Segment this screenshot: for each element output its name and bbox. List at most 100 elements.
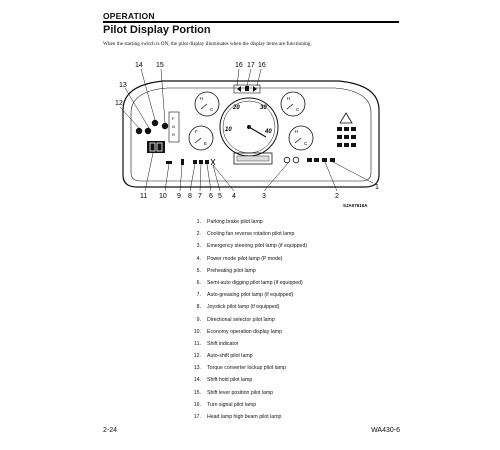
- warning-lamp: [344, 143, 349, 147]
- legend-item: 3.Emergency steering pilot lamp (if equi…: [196, 243, 308, 250]
- callout-3: 3: [262, 193, 266, 200]
- gauge-mark: H: [287, 96, 290, 101]
- parking-brake-icon: [330, 158, 335, 162]
- gauge-mark: E: [204, 141, 207, 146]
- legend-item: 6.Semi-auto digging pilot lamp (if equip…: [196, 279, 303, 286]
- callout-11: 11: [140, 193, 147, 200]
- gear-letter: R: [172, 132, 175, 137]
- section-heading: OPERATION: [103, 11, 155, 21]
- temp-gauge-right: [288, 125, 314, 151]
- segment-digit: [156, 142, 163, 152]
- emergency-steering-icon: [292, 156, 300, 164]
- directional-selector-icon: [181, 159, 184, 165]
- warning-icon-b: [314, 158, 319, 162]
- page-title: Pilot Display Portion: [103, 24, 211, 36]
- fuel-gauge: [188, 125, 214, 151]
- speed-needle: [248, 126, 267, 138]
- gauge-mark: C: [304, 141, 308, 146]
- callout-10: 10: [159, 193, 167, 200]
- speed-mark: 40: [264, 129, 272, 135]
- shift-hold-icon: [151, 119, 159, 127]
- gauge-needle: [286, 103, 294, 110]
- model-number: WA430-6: [371, 427, 400, 434]
- legend-item: 2.Cooling fan reverse rotation pilot lam…: [196, 231, 295, 238]
- preheat-icon: [210, 158, 216, 166]
- gauge-mark: F: [195, 129, 198, 134]
- instrument-panel-figure: H C F E 10 20 30 40 H C H C F N R: [103, 55, 399, 215]
- callout-6: 6: [209, 193, 213, 200]
- legend-item: 9.Directional selector pilot lamp: [196, 316, 275, 323]
- callout-8: 8: [188, 193, 192, 200]
- callout-15: 15: [156, 62, 164, 69]
- callout-13: 13: [119, 82, 127, 89]
- auto-shift-icon-2: [144, 127, 152, 135]
- panel-bezel: [122, 80, 380, 188]
- turn-left-icon: [237, 86, 241, 92]
- warning-icon-a: [307, 158, 312, 162]
- auto-shift-icon: [135, 127, 143, 135]
- warning-lamp: [337, 135, 342, 139]
- gear-letter: F: [172, 116, 175, 121]
- warning-lamp: [351, 127, 356, 131]
- callout-16-right: 16: [258, 62, 266, 69]
- lockup-icon: [161, 122, 169, 130]
- callout-14: 14: [135, 62, 143, 69]
- gauge-needle: [294, 137, 302, 144]
- callout-4: 4: [232, 193, 236, 200]
- segment-digit: [149, 142, 156, 152]
- speed-mark: 10: [225, 127, 232, 133]
- legend-item: 12.Auto-shift pilot lamp: [193, 353, 253, 360]
- warning-lamp: [337, 143, 342, 147]
- legend-item: 7.Auto-greasing pilot lamp (if equipped): [196, 292, 294, 299]
- callout-12: 12: [115, 100, 123, 107]
- joystick-icon: [193, 160, 197, 164]
- legend-item: 16.Turn signal pilot lamp: [193, 401, 257, 408]
- legend-item: 10.Economy operation display lamp: [193, 328, 282, 335]
- speed-mark: 30: [260, 105, 267, 111]
- gauge-needle: [194, 137, 202, 144]
- fan-reverse-icon: [322, 158, 327, 162]
- legend-item: 14.Shift hold pilot lamp: [193, 377, 253, 384]
- page-number: 2-24: [103, 427, 118, 434]
- shift-indicator-display: [147, 141, 165, 153]
- speed-mark: 20: [232, 105, 240, 111]
- legend-item: 15.Shift lever position pilot lamp: [193, 389, 274, 396]
- heading-rule: [103, 21, 399, 23]
- temp-gauge-center: [280, 91, 306, 117]
- caution-triangle-icon: [339, 112, 353, 124]
- needle-hub: [247, 125, 251, 129]
- legend-item: 11.Shift indicator: [194, 340, 239, 347]
- temp-gauge-left: [194, 91, 220, 117]
- legend-item: 1.Parking brake pilot lamp: [196, 219, 263, 225]
- callout-9: 9: [177, 193, 181, 200]
- figure-code: SJA07610A: [343, 203, 368, 208]
- callout-1: 1: [375, 184, 379, 191]
- leader-lines: [119, 68, 374, 192]
- legend-item: 8.Joystick pilot lamp (if equipped): [196, 304, 280, 311]
- gauge-mark: H: [200, 96, 203, 101]
- callout-17: 17: [247, 62, 255, 69]
- lcd-display: [233, 152, 273, 165]
- turn-right-icon: [253, 86, 257, 92]
- legend-item: 4.Power mode pilot lamp (P mode): [196, 255, 283, 262]
- intro-text: When the starting switch is ON, the pilo…: [103, 41, 312, 47]
- lcd-segments: [236, 155, 270, 162]
- callout-labels: 14 15 16 17 16 13 12 11 10 9 8 7 6 5 4 3…: [115, 62, 379, 200]
- gear-letter: N: [172, 124, 175, 129]
- gauge-mark: C: [210, 107, 214, 112]
- warning-lamp: [344, 127, 349, 131]
- callout-16-left: 16: [235, 62, 243, 69]
- warning-lamp: [337, 127, 342, 131]
- legend-item: 17.Head lamp high beam pilot lamp: [193, 414, 282, 420]
- warning-lamp: [351, 143, 356, 147]
- callout-5: 5: [218, 193, 222, 200]
- gauge-mark: H: [295, 129, 298, 134]
- semi-auto-digging-icon: [205, 160, 209, 164]
- legend-list: 1.Parking brake pilot lamp 2.Cooling fan…: [189, 219, 409, 426]
- panel-inner-bezel: [130, 87, 372, 182]
- gauge-mark: C: [296, 107, 300, 112]
- gauge-needle: [200, 103, 208, 110]
- economy-lamp-icon: [166, 161, 172, 164]
- warning-lamp: [351, 135, 356, 139]
- callout-2: 2: [335, 193, 339, 200]
